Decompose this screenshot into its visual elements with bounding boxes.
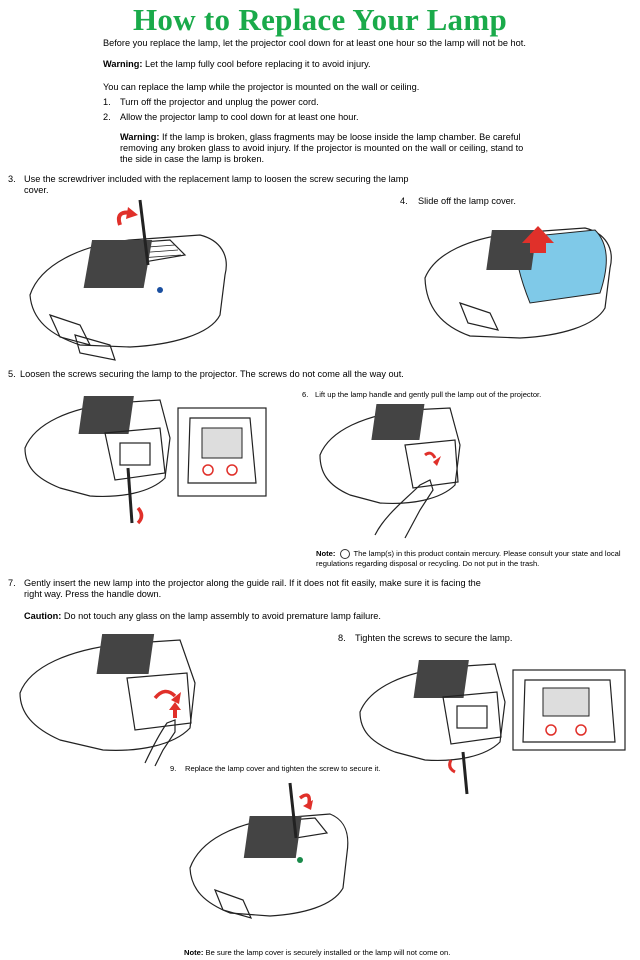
warning-paragraph: Warning: Let the lamp fully cool before … bbox=[103, 59, 633, 70]
step-7-text: Gently insert the new lamp into the proj… bbox=[24, 578, 481, 599]
step-6-text: Lift up the lamp handle and gently pull … bbox=[315, 390, 542, 399]
recycle-icon bbox=[339, 549, 350, 559]
warning-text: Let the lamp fully cool before replacing… bbox=[145, 59, 371, 69]
step-3-number: 3. bbox=[8, 174, 16, 184]
broken-lamp-warning: Warning: If the lamp is broken, glass fr… bbox=[120, 132, 532, 165]
step-2-number: 2. bbox=[103, 112, 111, 122]
note-label: Note: bbox=[316, 549, 336, 558]
step-8-number: 8. bbox=[338, 633, 346, 643]
step-4-text: Slide off the lamp cover. bbox=[418, 196, 516, 206]
step-1-number: 1. bbox=[103, 97, 111, 107]
step-1-text: Turn off the projector and unplug the po… bbox=[120, 97, 319, 107]
mount-note: You can replace the lamp while the proje… bbox=[103, 82, 420, 92]
caution-paragraph: Caution: Do not touch any glass on the l… bbox=[24, 611, 584, 622]
step-9-number: 9. bbox=[170, 764, 177, 773]
step-4-illustration bbox=[424, 226, 612, 339]
step-4-number: 4. bbox=[400, 196, 408, 206]
step-6-illustration bbox=[319, 404, 461, 539]
mercury-note: Note: The lamp(s) in this product contai… bbox=[316, 549, 634, 569]
step-7-number: 7. bbox=[8, 578, 16, 588]
warning-label: Warning: bbox=[120, 132, 160, 142]
warning-label: Warning: bbox=[103, 59, 143, 69]
step-8-text: Tighten the screws to secure the lamp. bbox=[355, 633, 513, 643]
note-label: Note: bbox=[184, 948, 204, 957]
note-text: The lamp(s) in this product contain merc… bbox=[316, 549, 621, 568]
step-3-text: Use the screwdriver included with the re… bbox=[24, 174, 409, 195]
step-7-illustration bbox=[19, 634, 196, 767]
caution-text: Do not touch any glass on the lamp assem… bbox=[63, 611, 381, 621]
step-8-illustration bbox=[359, 660, 626, 795]
intro-text: Before you replace the lamp, let the pro… bbox=[103, 38, 526, 48]
step-5-text: Loosen the screws securing the lamp to t… bbox=[20, 369, 404, 379]
caution-label: Caution: bbox=[24, 611, 62, 621]
final-note: Note: Be sure the lamp cover is securely… bbox=[184, 948, 604, 958]
step-3-illustration bbox=[29, 199, 227, 361]
page-title: How to Replace Your Lamp bbox=[132, 2, 508, 37]
step-5-number: 5. bbox=[8, 369, 16, 379]
step-9-text: Replace the lamp cover and tighten the s… bbox=[185, 764, 381, 773]
step-6-number: 6. bbox=[302, 390, 309, 399]
step-5-illustration bbox=[24, 396, 267, 525]
step-2-text: Allow the projector lamp to cool down fo… bbox=[120, 112, 359, 122]
step-9-illustration bbox=[189, 782, 349, 919]
note-text: Be sure the lamp cover is securely insta… bbox=[205, 948, 451, 957]
warning-text: If the lamp is broken, glass fragments m… bbox=[120, 132, 524, 164]
